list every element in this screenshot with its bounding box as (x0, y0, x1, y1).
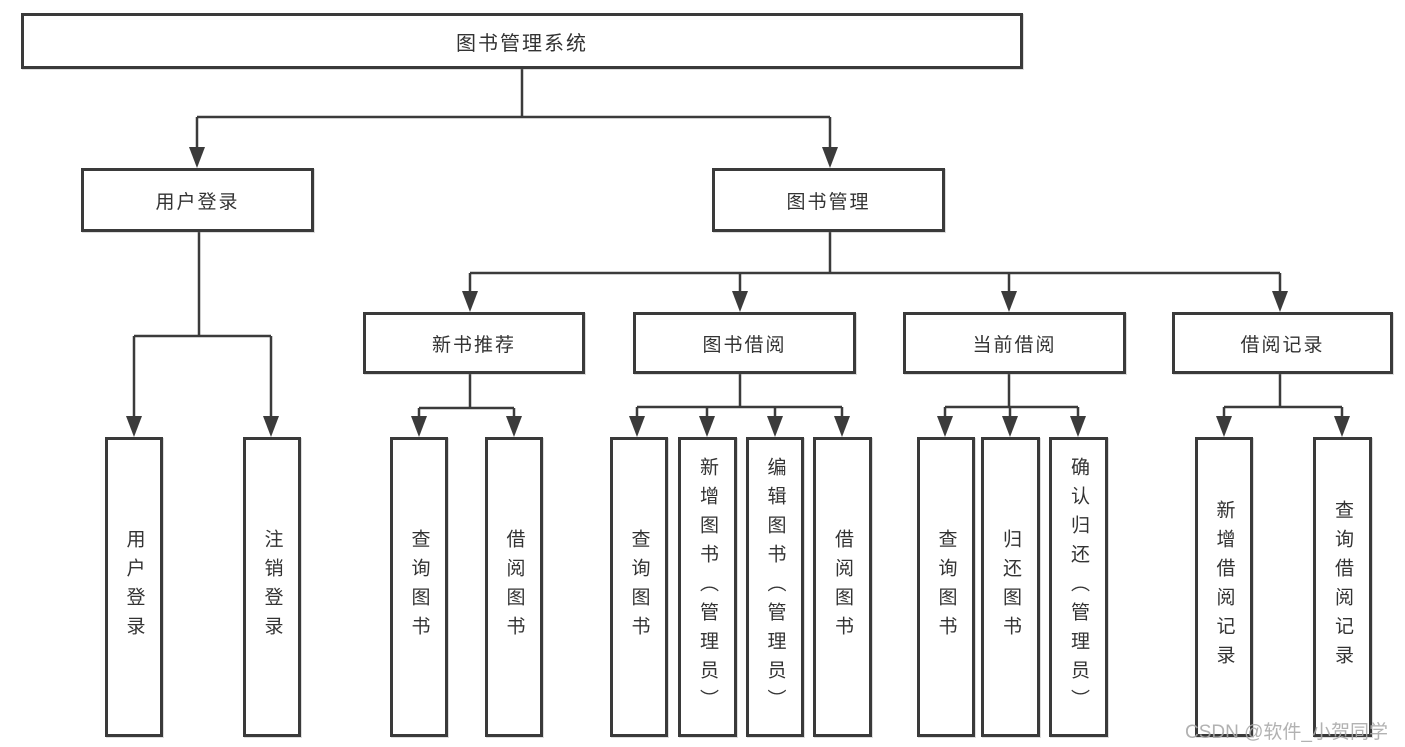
node-current-borrow: 当前借阅 (903, 312, 1126, 374)
leaf-current-query-label: 查询图书 (935, 529, 957, 645)
leaf-newbook-borrow-label: 借阅图书 (503, 529, 525, 645)
node-new-book-recommend: 新书推荐 (363, 312, 585, 374)
node-root-label: 图书管理系统 (456, 32, 588, 55)
node-user-login: 用户登录 (81, 168, 314, 232)
leaf-borrow-edit-admin-label: 编辑图书（管理员） (764, 456, 786, 718)
leaf-newbook-query-label: 查询图书 (408, 529, 430, 645)
leaf-newbook-borrow: 借阅图书 (485, 437, 543, 737)
leaf-borrow-borrow: 借阅图书 (813, 437, 872, 737)
leaf-current-return: 归还图书 (981, 437, 1040, 737)
leaf-record-query: 查询借阅记录 (1313, 437, 1372, 737)
leaf-borrow-query-label: 查询图书 (628, 529, 650, 645)
watermark-text: CSDN @软件_小贺同学 (1185, 722, 1388, 743)
leaf-current-query: 查询图书 (917, 437, 975, 737)
leaf-user-login-label: 用户登录 (123, 529, 145, 645)
leaf-record-add: 新增借阅记录 (1195, 437, 1253, 737)
leaf-newbook-query: 查询图书 (390, 437, 448, 737)
leaf-borrow-borrow-label: 借阅图书 (832, 529, 853, 645)
node-book-borrow-label: 图书借阅 (702, 334, 787, 356)
node-book-management: 图书管理 (712, 168, 945, 232)
node-borrow-record: 借阅记录 (1172, 312, 1393, 374)
node-user-login-label: 用户登录 (155, 191, 240, 213)
node-book-borrow: 图书借阅 (633, 312, 856, 374)
leaf-record-add-label: 新增借阅记录 (1213, 500, 1235, 674)
leaf-record-query-label: 查询借阅记录 (1332, 500, 1353, 674)
leaf-borrow-add-admin: 新增图书（管理员） (678, 437, 737, 737)
leaf-logout-login: 注销登录 (243, 437, 301, 737)
node-current-borrow-label: 当前借阅 (972, 334, 1057, 356)
node-borrow-record-label: 借阅记录 (1240, 334, 1325, 356)
node-new-book-recommend-label: 新书推荐 (431, 334, 516, 356)
node-book-management-label: 图书管理 (786, 191, 871, 213)
leaf-current-return-label: 归还图书 (1000, 529, 1021, 645)
leaf-logout-login-label: 注销登录 (261, 529, 283, 645)
node-root: 图书管理系统 (21, 13, 1023, 69)
leaf-borrow-edit-admin: 编辑图书（管理员） (746, 437, 804, 737)
leaf-current-confirm-admin-label: 确认归还（管理员） (1068, 456, 1089, 718)
leaf-borrow-query: 查询图书 (610, 437, 668, 737)
leaf-borrow-add-admin-label: 新增图书（管理员） (697, 456, 718, 718)
leaf-user-login: 用户登录 (105, 437, 163, 737)
leaf-current-confirm-admin: 确认归还（管理员） (1049, 437, 1108, 737)
